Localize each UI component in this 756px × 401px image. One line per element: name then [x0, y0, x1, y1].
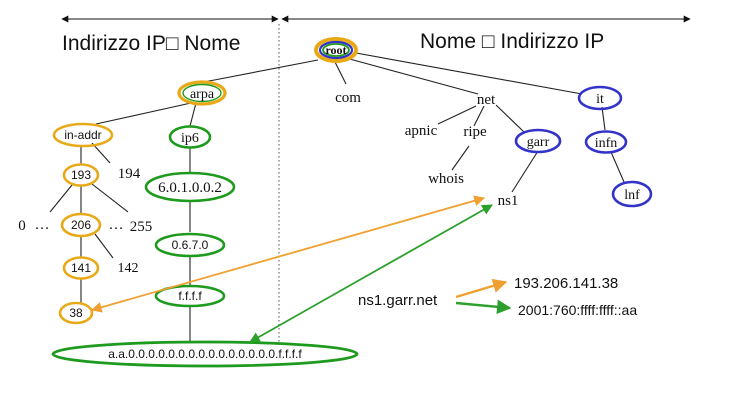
ip6-label: ip6	[181, 131, 199, 146]
apnic-label: apnic	[405, 123, 438, 139]
label-193: 193	[71, 168, 91, 182]
lnf-label: lnf	[624, 188, 640, 203]
it-label: it	[596, 92, 604, 107]
dots-left: …	[35, 217, 50, 233]
left-header: Indirizzo IP□ Nome	[62, 32, 240, 55]
host-name: ns1.garr.net	[358, 292, 438, 309]
it-node: it	[577, 85, 623, 111]
label-ip6-2: 0.6.7.0	[172, 238, 209, 252]
ns1-label: ns1	[498, 193, 519, 209]
label-ip6-1: 6.0.1.0.0.2	[158, 180, 222, 196]
label-194: 194	[118, 166, 141, 182]
ipv6-address: 2001:760:ffff:ffff::aa	[518, 302, 637, 318]
arpa-label: arpa	[190, 87, 215, 102]
node-ip6-1: 6.0.1.0.0.2	[144, 171, 236, 203]
in-addr-label: in-addr	[64, 128, 101, 142]
infn-node: infn	[584, 130, 628, 154]
right-header: Nome □ Indirizzo IP	[420, 30, 604, 53]
garr-label: garr	[527, 135, 550, 150]
ipv4-address: 193.206.141.38	[514, 275, 618, 292]
ripe-label: ripe	[463, 124, 487, 140]
node-193: 193	[62, 163, 100, 187]
label-0: 0	[18, 218, 26, 234]
host-to-ipv6-arrow	[455, 299, 512, 314]
node-ip6-full: a.a.0.0.0.0.0.0.0.0.0.0.0.0.0.0.0.f.f.f.…	[51, 340, 359, 368]
node-206: 206	[60, 212, 102, 238]
node-38: 38	[58, 301, 94, 325]
in-addr-node: in-addr	[52, 122, 114, 148]
com-label: com	[335, 90, 361, 106]
garr-node: garr	[514, 128, 562, 154]
arpa-node: arpa	[177, 80, 227, 106]
ns1-to-ipv6-arrow	[249, 204, 493, 343]
label-141: 141	[71, 261, 91, 275]
whois-label: whois	[428, 171, 464, 187]
label-ip6-full: a.a.0.0.0.0.0.0.0.0.0.0.0.0.0.0.0.f.f.f.…	[108, 347, 302, 361]
label-38: 38	[69, 306, 83, 320]
ip6-node: ip6	[168, 125, 212, 149]
dots-right: …	[109, 217, 124, 233]
host-to-ipv4-arrow	[455, 278, 508, 299]
node-ip6-2: 0.6.7.0	[154, 232, 226, 258]
label-ip6-3: f.f.f.f	[178, 289, 202, 303]
root-node: root	[314, 37, 358, 63]
root-label: root	[325, 43, 346, 57]
label-255: 255	[130, 219, 153, 235]
infn-label: infn	[595, 136, 618, 151]
lnf-node: lnf	[611, 180, 653, 208]
net-label: net	[477, 92, 496, 108]
node-141: 141	[62, 256, 100, 280]
label-142: 142	[118, 261, 139, 276]
label-206: 206	[71, 218, 91, 232]
